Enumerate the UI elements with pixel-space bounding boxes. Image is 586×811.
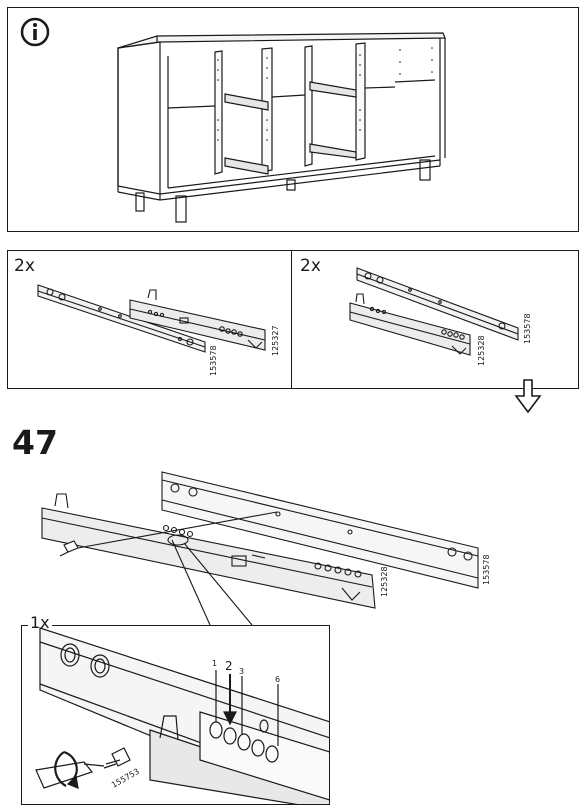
step-rail-assembly-illustration [41,471,479,626]
step-number: 47 [12,423,58,462]
info-panel [7,7,579,232]
hole-label-6: 6 [275,675,281,684]
hole-label-2: 2 [225,659,233,673]
hole-label-1: 1 [212,659,218,668]
detail-quantity: 1x [28,613,52,632]
parts-panel-right [291,250,579,389]
parts-right-rails-illustration [349,267,519,356]
hole-label-3: 3 [239,667,245,676]
info-icon [20,17,50,47]
next-arrow-icon [514,379,542,414]
parts-left-rails-illustration [37,284,266,353]
parts-left-quantity: 2x [14,256,35,276]
parts-right-quantity: 2x [300,256,321,276]
sideboard-frame-illustration [117,32,446,223]
